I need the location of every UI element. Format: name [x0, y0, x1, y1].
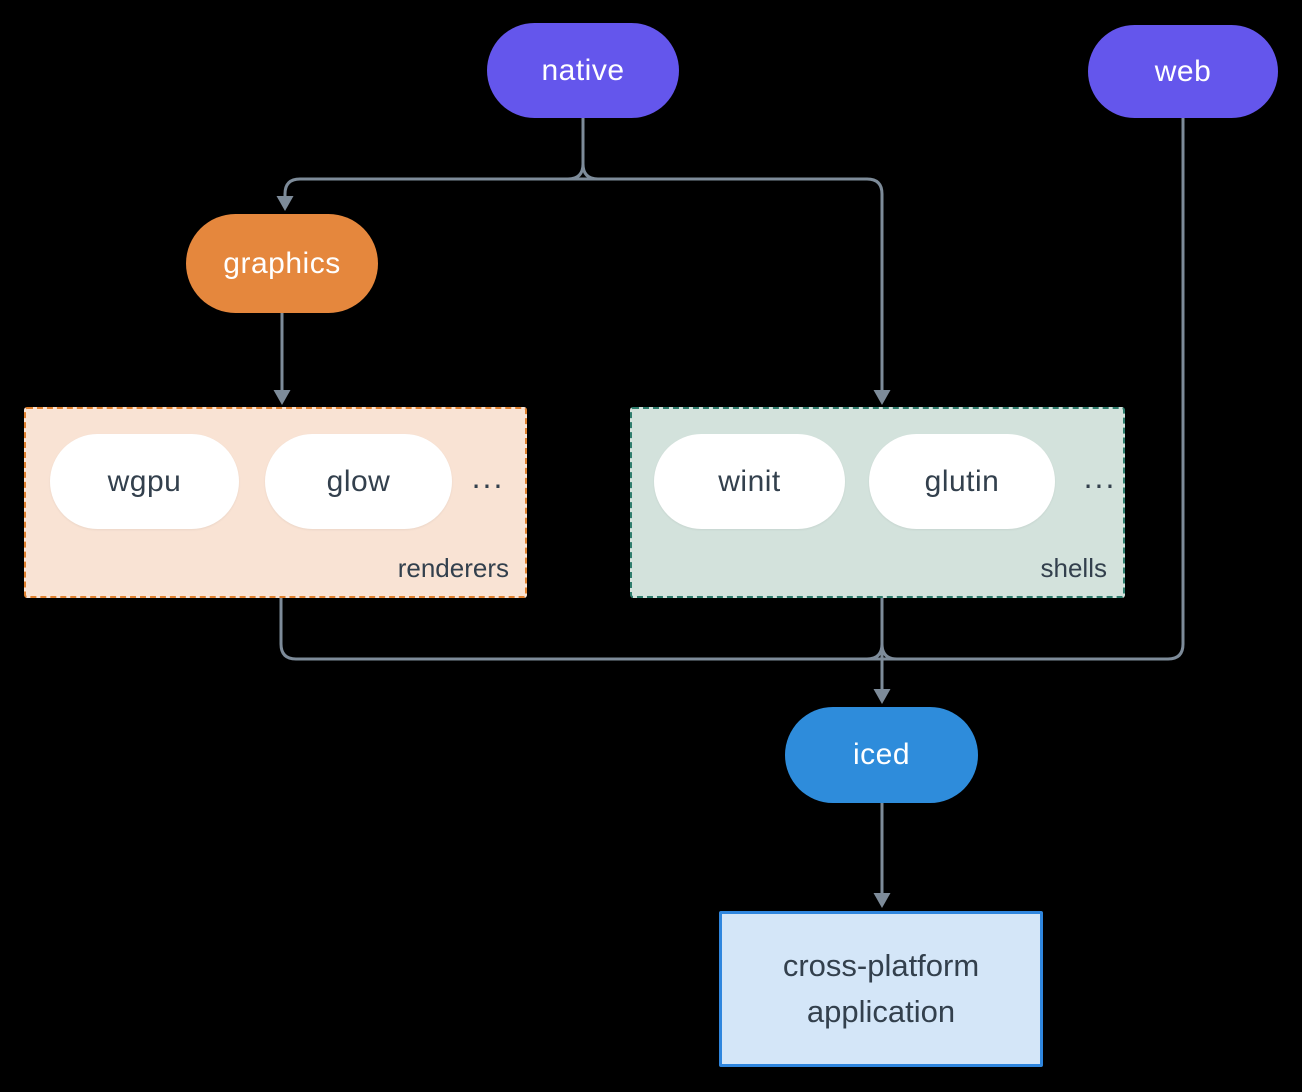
shells-ellipsis: ... — [1083, 459, 1117, 495]
arrowhead-into-iced — [873, 689, 891, 704]
arrowhead-into-renderers — [273, 390, 291, 405]
arrowhead-into-graphics — [276, 196, 294, 211]
edge-native-stem — [567, 118, 599, 181]
node-iced: iced — [785, 707, 978, 803]
group-renderers: wgpu glow ... renderers — [24, 407, 527, 598]
renderers-group-label: renderers — [397, 553, 509, 583]
edge-fork-rail — [283, 177, 884, 391]
arrowhead-into-shells — [873, 390, 891, 405]
renderers-ellipsis: ... — [471, 459, 505, 495]
node-graphics: graphics — [186, 214, 378, 313]
node-web: web — [1088, 25, 1278, 118]
node-cross-platform-application: cross-platform application — [719, 911, 1043, 1067]
node-glutin: glutin — [869, 434, 1055, 529]
edge-shells-iced — [866, 598, 898, 690]
node-glow: glow — [265, 434, 452, 529]
node-native: native — [487, 23, 679, 118]
shells-group-label: shells — [1040, 553, 1107, 583]
node-wgpu: wgpu — [50, 434, 239, 529]
group-shells: winit glutin ... shells — [630, 407, 1125, 598]
arrowhead-into-application — [873, 893, 891, 908]
node-winit: winit — [654, 434, 845, 529]
